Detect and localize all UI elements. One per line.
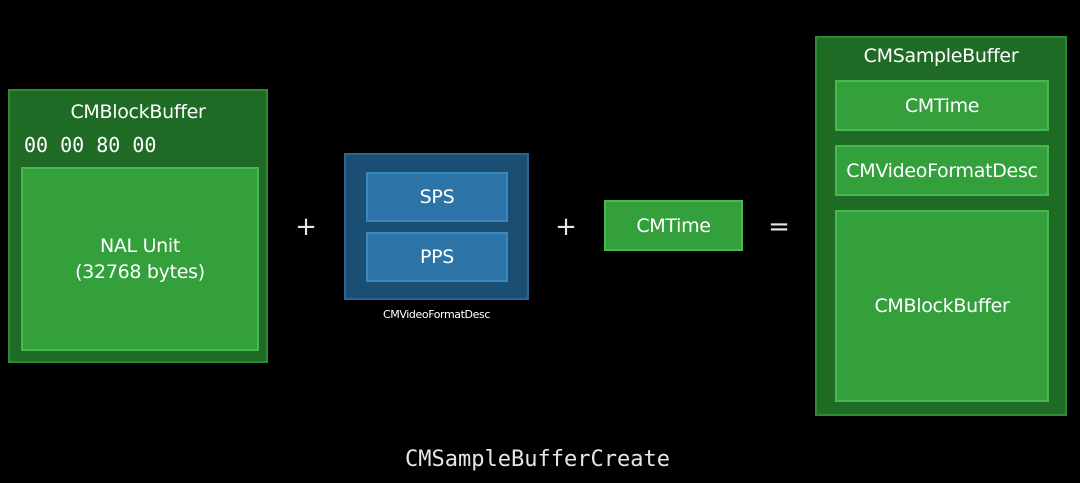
sample-format-desc-box: CMVideoFormatDesc [835,145,1049,196]
nal-unit-line1: NAL Unit [99,235,181,257]
block-buffer-title: CMBlockBuffer [70,101,206,123]
sample-buffer-title: CMSampleBuffer [863,45,1019,67]
sample-format-desc-label: CMVideoFormatDesc [846,159,1038,182]
video-format-desc-container: SPS PPS [344,153,529,300]
cm-time-box: CMTime [604,200,743,251]
sps-label: SPS [419,186,455,208]
nal-unit-line2: (32768 bytes) [75,261,205,283]
nal-unit-label: NAL Unit (32768 bytes) [23,233,257,285]
sample-block-buffer-box: CMBlockBuffer [835,210,1049,402]
sps-box: SPS [366,172,508,222]
pps-box: PPS [366,232,508,282]
block-buffer-container: CMBlockBuffer 00 00 80 00 NAL Unit (3276… [8,89,268,363]
video-format-desc-caption: CMVideoFormatDesc [383,308,490,321]
function-name-caption: CMSampleBufferCreate [405,447,670,472]
sample-time-box: CMTime [835,80,1049,131]
hex-bytes: 00 00 80 00 [24,133,157,157]
nal-unit-box: NAL Unit (32768 bytes) [21,167,259,351]
pps-label: PPS [419,246,455,268]
plus-operator-1: + [295,212,317,242]
sample-buffer-container: CMSampleBuffer CMTime CMVideoFormatDesc … [815,36,1067,416]
sample-time-label: CMTime [904,94,980,117]
sample-block-buffer-label: CMBlockBuffer [874,295,1010,317]
equals-operator: = [768,212,790,242]
plus-operator-2: + [555,212,577,242]
cm-time-label: CMTime [636,214,711,237]
